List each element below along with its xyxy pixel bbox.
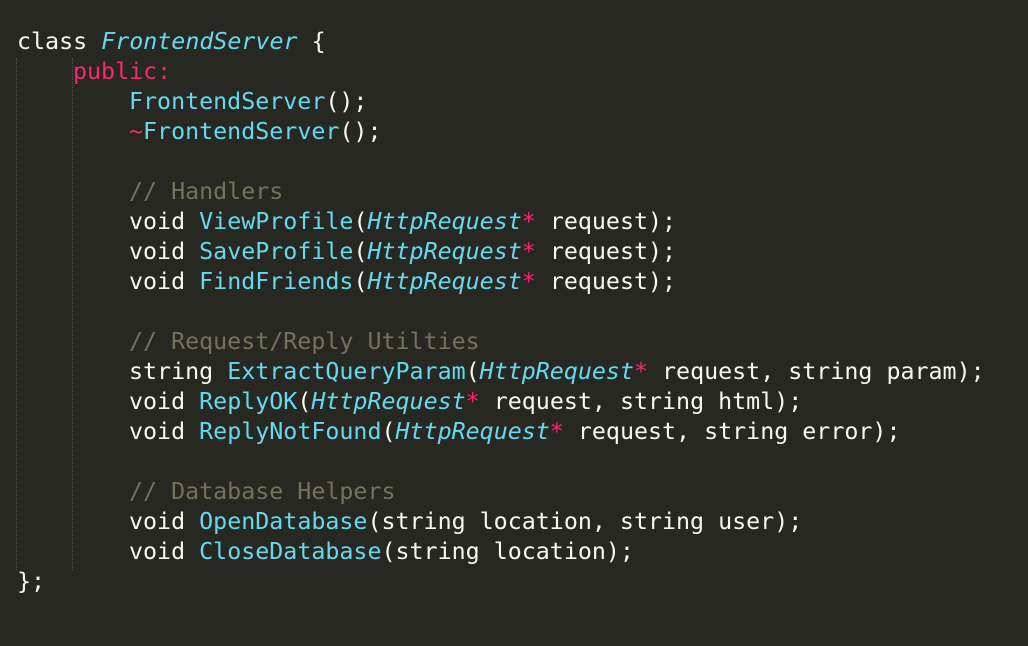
params-rest: request); [535,208,677,235]
open-paren: ( [465,358,480,385]
code-line-comment-database: // Database Helpers [17,477,985,507]
function-name: FindFriends [199,268,354,295]
code-line-reply-not-found: void ReplyNotFound(HttpRequest* request,… [17,417,985,447]
return-type: void [129,388,186,415]
code-block: class FrontendServer { public: FrontendS… [17,27,985,597]
pointer-star: * [521,208,536,235]
open-paren: ( [353,238,368,265]
return-type: void [129,418,186,445]
code-line-access-specifier: public: [17,57,985,87]
params-rest: request, string html); [479,388,803,415]
comment: // Handlers [129,178,284,205]
code-line-reply-ok: void ReplyOK(HttpRequest* request, strin… [17,387,985,417]
return-type: void [129,538,186,565]
param-type: HttpRequest [311,388,466,415]
function-name: OpenDatabase [199,508,368,535]
constructor-name: FrontendServer [129,88,326,115]
pointer-star: * [549,418,564,445]
params-rest: request); [535,238,677,265]
function-name: ReplyOK [199,388,298,415]
return-type: void [129,208,186,235]
access-specifier: public: [73,58,172,85]
function-name: ExtractQueryParam [227,358,466,385]
function-name: CloseDatabase [199,538,382,565]
pointer-star: * [465,388,480,415]
code-line-class-end: }; [17,567,985,597]
code-line-extract-query-param: string ExtractQueryParam(HttpRequest* re… [17,357,985,387]
class-keyword: class [17,28,88,55]
pointer-star: * [521,238,536,265]
pointer-star: * [633,358,648,385]
param-type: HttpRequest [367,208,522,235]
code-line-blank [17,447,985,477]
code-line-destructor: ~FrontendServer(); [17,117,985,147]
return-type: void [129,508,186,535]
destructor-tilde: ~ [129,118,144,145]
code-line-comment-utilities: // Request/Reply Utilties [17,327,985,357]
params-rest: request); [535,268,677,295]
param-type: HttpRequest [395,418,550,445]
function-name: ViewProfile [199,208,354,235]
open-paren: ( [353,208,368,235]
param-type: HttpRequest [367,268,522,295]
function-name: SaveProfile [199,238,354,265]
class-name: FrontendServer [101,28,298,55]
indent-guide [16,58,17,570]
close-brace: }; [17,568,46,595]
param-type: HttpRequest [479,358,634,385]
param-type: HttpRequest [367,238,522,265]
comment: // Database Helpers [129,478,396,505]
return-type: string [129,358,214,385]
params-rest: (string location, string user); [367,508,803,535]
open-paren: ( [353,268,368,295]
code-line-save-profile: void SaveProfile(HttpRequest* request); [17,237,985,267]
pointer-star: * [521,268,536,295]
return-type: void [129,238,186,265]
code-line-close-database: void CloseDatabase(string location); [17,537,985,567]
comment: // Request/Reply Utilties [129,328,480,355]
code-line-comment-handlers: // Handlers [17,177,985,207]
params-rest: request, string error); [563,418,901,445]
return-type: void [129,268,186,295]
constructor-parens: (); [325,88,368,115]
open-brace: { [311,28,326,55]
code-line-blank [17,297,985,327]
function-name: ReplyNotFound [199,418,382,445]
open-paren: ( [297,388,312,415]
code-line-blank [17,147,985,177]
destructor-parens: (); [339,118,382,145]
code-line-view-profile: void ViewProfile(HttpRequest* request); [17,207,985,237]
open-paren: ( [381,418,396,445]
params-rest: (string location); [381,538,634,565]
code-line-find-friends: void FindFriends(HttpRequest* request); [17,267,985,297]
code-line-class-declaration: class FrontendServer { [17,27,985,57]
params-rest: request, string param); [648,358,985,385]
code-line-open-database: void OpenDatabase(string location, strin… [17,507,985,537]
indent-guide [72,58,73,570]
code-line-constructor: FrontendServer(); [17,87,985,117]
destructor-name: FrontendServer [143,118,340,145]
